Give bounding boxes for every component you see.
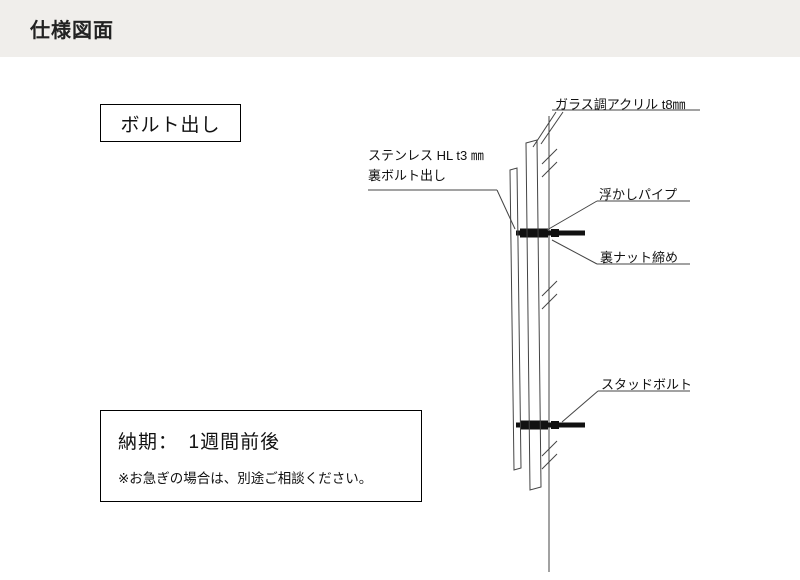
stainless-plate-outline bbox=[509, 167, 522, 471]
annotation-stainless-method: 裏ボルト出し bbox=[368, 168, 447, 183]
mounting-method-label: ボルト出し bbox=[120, 114, 221, 136]
upper-bolt-assembly bbox=[516, 228, 585, 238]
annotation-acrylic: ガラス調アクリル t8㎜ bbox=[555, 97, 686, 112]
acrylic-panel-outline bbox=[525, 139, 542, 491]
annotation-stainless: ステンレス HL t3 ㎜ 裏ボルト出し bbox=[368, 146, 484, 186]
wall-hatch-marks bbox=[541, 148, 558, 470]
lead-time-text: 納期： 1週間前後 bbox=[118, 432, 281, 453]
lower-bolt-assembly bbox=[516, 420, 585, 430]
back-nut-leader-lines bbox=[551, 239, 690, 265]
stud-bolt-leader-lines bbox=[561, 390, 690, 423]
annotation-back-nut: 裏ナット締め bbox=[600, 250, 679, 265]
rush-order-note: ※お急ぎの場合は、別途ご相談ください。 bbox=[118, 471, 373, 486]
mounting-method-box: ボルト出し bbox=[100, 104, 241, 142]
page-title: 仕様図面 bbox=[30, 20, 114, 42]
annotation-spacer-pipe: 浮かしパイプ bbox=[599, 187, 678, 202]
stainless-leader-lines bbox=[368, 189, 516, 230]
spacer-pipe-leader-lines bbox=[546, 200, 690, 231]
acrylic-leader-lines bbox=[532, 109, 700, 148]
annotation-stainless-material: ステンレス HL t3 ㎜ bbox=[368, 148, 484, 163]
annotation-stud-bolt: スタッドボルト bbox=[601, 377, 693, 392]
page-header: 仕様図面 bbox=[0, 0, 800, 57]
delivery-info-box: 納期： 1週間前後 ※お急ぎの場合は、別途ご相談ください。 bbox=[100, 410, 422, 502]
